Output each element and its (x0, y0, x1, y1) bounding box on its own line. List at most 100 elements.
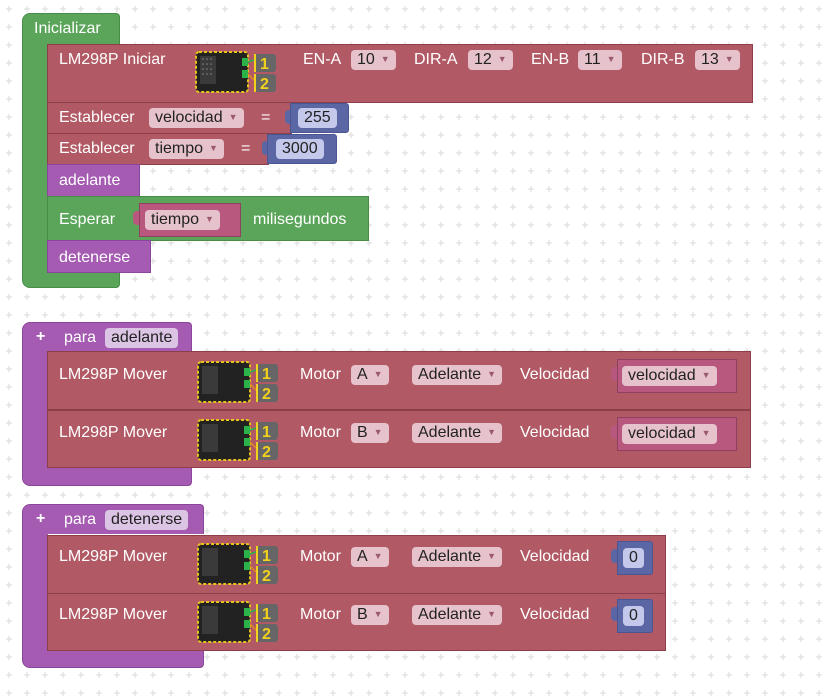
set-tiempo-label: Establecer (59, 140, 135, 157)
number-field[interactable]: 0 (623, 606, 644, 626)
proc-name-field[interactable]: adelante (105, 328, 179, 348)
number-field[interactable]: 3000 (276, 139, 324, 159)
en-b-label: EN-B (531, 51, 570, 68)
call-adelante-label: adelante (59, 172, 121, 189)
motor-move-label: LM298P Mover (59, 424, 168, 441)
call-detenerse-label: detenerse (59, 249, 131, 266)
value-input-tab (262, 141, 268, 155)
dir-a-dropdown[interactable]: 12▼ (468, 50, 513, 70)
speed-label: Velocidad (520, 548, 590, 565)
svg-text:2: 2 (262, 444, 271, 461)
lm298p-shield-icon: 1 2 (195, 51, 276, 93)
equals-sign: = (241, 140, 251, 157)
chevron-down-icon: ▼ (380, 54, 390, 64)
motor-dropdown[interactable]: A▼ (351, 547, 389, 567)
svg-text:2: 2 (260, 76, 269, 93)
motor-dropdown[interactable]: A▼ (351, 365, 389, 385)
dir-a-label: DIR-A (414, 51, 458, 68)
chevron-down-icon: ▼ (606, 54, 616, 64)
chevron-down-icon: ▼ (724, 54, 734, 64)
motor-move-label: LM298P Mover (59, 606, 168, 623)
wait-label: Esperar (59, 211, 116, 228)
init-block-top[interactable] (22, 13, 120, 45)
direction-dropdown[interactable]: Adelante▼ (412, 365, 503, 385)
lm298p-shield-icon: 1 2 (197, 601, 278, 643)
speed-label: Velocidad (520, 366, 590, 383)
svg-text:1: 1 (260, 56, 269, 73)
init-block-title: Inicializar (34, 20, 101, 37)
svg-text:1: 1 (262, 548, 271, 565)
chevron-down-icon: ▼ (487, 369, 497, 379)
speed-label: Velocidad (520, 424, 590, 441)
chevron-down-icon: ▼ (487, 427, 497, 437)
chevron-down-icon: ▼ (487, 551, 497, 561)
svg-text:1: 1 (262, 606, 271, 623)
dir-b-label: DIR-B (641, 51, 685, 68)
velocidad-variable-dropdown[interactable]: velocidad▼ (622, 424, 717, 444)
lm298p-shield-icon: 1 2 (197, 361, 278, 403)
value-input-tab (285, 110, 291, 124)
init-block-spine (22, 44, 48, 276)
lm298p-init-label: LM298P Iniciar (59, 51, 166, 68)
en-b-dropdown[interactable]: 11▼ (578, 50, 622, 70)
lm298p-shield-icon: 1 2 (197, 543, 278, 585)
chevron-down-icon: ▼ (373, 551, 383, 561)
direction-dropdown[interactable]: Adelante▼ (412, 605, 503, 625)
chevron-down-icon: ▼ (701, 428, 711, 438)
wait-suffix: milisegundos (253, 211, 347, 228)
plus-icon[interactable]: + (36, 328, 46, 345)
chevron-down-icon: ▼ (701, 370, 711, 380)
direction-dropdown[interactable]: Adelante▼ (412, 423, 503, 443)
proc-adelante-bottom (22, 468, 192, 486)
proc-adelante-spine (22, 351, 48, 473)
motor-dropdown[interactable]: B▼ (351, 605, 389, 625)
en-a-dropdown[interactable]: 10▼ (351, 50, 396, 70)
call-detenerse-block[interactable] (47, 240, 151, 273)
motor-move-label: LM298P Mover (59, 548, 168, 565)
velocidad-variable-dropdown[interactable]: velocidad▼ (149, 108, 244, 128)
init-block-bottom (22, 270, 120, 288)
proc-detenerse-label: para (64, 511, 97, 528)
tiempo-variable-dropdown[interactable]: tiempo▼ (145, 210, 220, 230)
call-adelante-block[interactable] (47, 164, 140, 197)
chevron-down-icon: ▼ (209, 143, 218, 153)
value-input-tab (611, 425, 617, 439)
svg-text:2: 2 (262, 568, 271, 585)
direction-dropdown[interactable]: Adelante▼ (412, 547, 503, 567)
proc-detenerse-bottom (22, 651, 204, 668)
motor-label: Motor (300, 366, 341, 383)
chevron-down-icon: ▼ (228, 112, 238, 122)
plus-icon[interactable]: + (36, 510, 46, 527)
chevron-down-icon: ▼ (373, 427, 383, 437)
chevron-down-icon: ▼ (373, 609, 383, 619)
value-input-tab (611, 549, 617, 563)
svg-text:1: 1 (262, 424, 271, 441)
svg-text:2: 2 (262, 626, 271, 643)
chevron-down-icon: ▼ (373, 369, 383, 379)
motor-label: Motor (300, 606, 341, 623)
set-velocidad-label: Establecer (59, 109, 135, 126)
lm298p-shield-icon: 1 2 (197, 419, 278, 461)
proc-detenerse-spine (22, 533, 48, 655)
dir-b-dropdown[interactable]: 13▼ (695, 50, 740, 70)
lm298p-init-block[interactable] (47, 44, 753, 103)
motor-move-label: LM298P Mover (59, 366, 168, 383)
proc-name-field[interactable]: detenerse (105, 510, 189, 530)
svg-text:2: 2 (262, 386, 271, 403)
motor-dropdown[interactable]: B▼ (351, 423, 389, 443)
svg-text:1: 1 (262, 366, 271, 383)
value-input-tab (611, 367, 617, 381)
motor-label: Motor (300, 548, 341, 565)
tiempo-variable-dropdown[interactable]: tiempo▼ (149, 139, 224, 159)
velocidad-variable-dropdown[interactable]: velocidad▼ (622, 366, 717, 386)
number-field[interactable]: 0 (623, 548, 644, 568)
chevron-down-icon: ▼ (205, 214, 214, 224)
equals-sign: = (261, 109, 271, 126)
chevron-down-icon: ▼ (487, 609, 497, 619)
speed-label: Velocidad (520, 606, 590, 623)
value-input-tab (611, 607, 617, 621)
en-a-label: EN-A (303, 51, 342, 68)
number-field[interactable]: 255 (298, 108, 337, 128)
chevron-down-icon: ▼ (497, 54, 507, 64)
motor-label: Motor (300, 424, 341, 441)
